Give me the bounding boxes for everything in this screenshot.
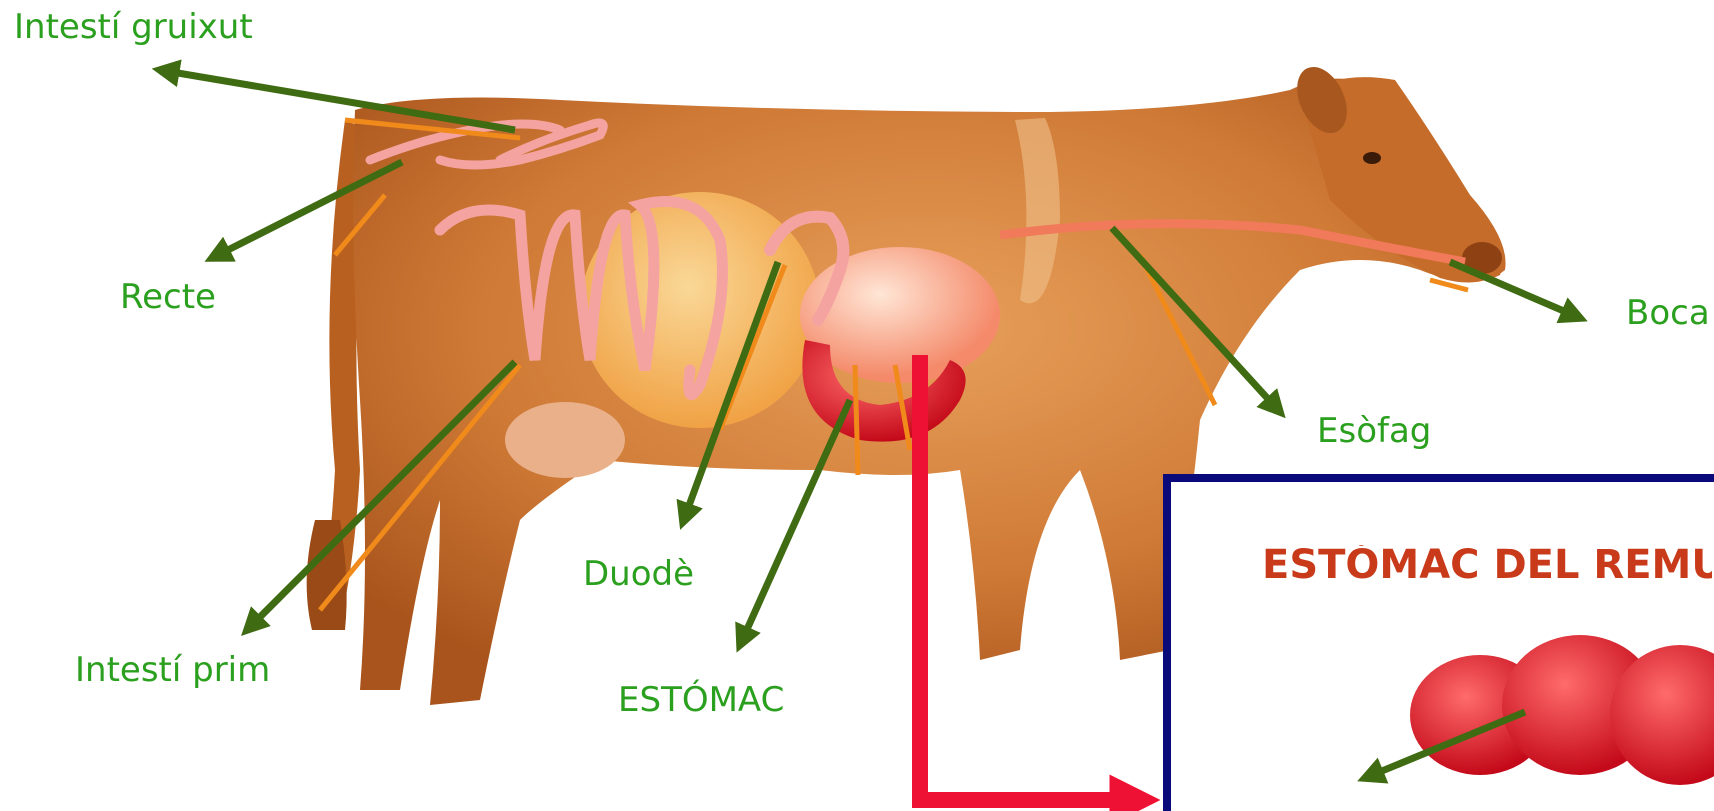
label-large-intestine: Intestí gruixut	[14, 10, 253, 44]
label-rectum: Recte	[120, 280, 216, 314]
arrow-mouth	[1450, 262, 1580, 318]
label-esophagus: Esòfag	[1317, 414, 1431, 448]
label-small-intestine: Intestí prim	[75, 653, 270, 687]
inset-title: ESTÓMAC DEL REMU	[1262, 545, 1712, 585]
label-mouth: Boca	[1626, 296, 1710, 330]
label-stomach: ESTÓMAC	[618, 683, 784, 717]
label-duodenum: Duodè	[583, 557, 694, 591]
cow-udder	[505, 402, 625, 478]
cow-eye	[1363, 152, 1381, 164]
